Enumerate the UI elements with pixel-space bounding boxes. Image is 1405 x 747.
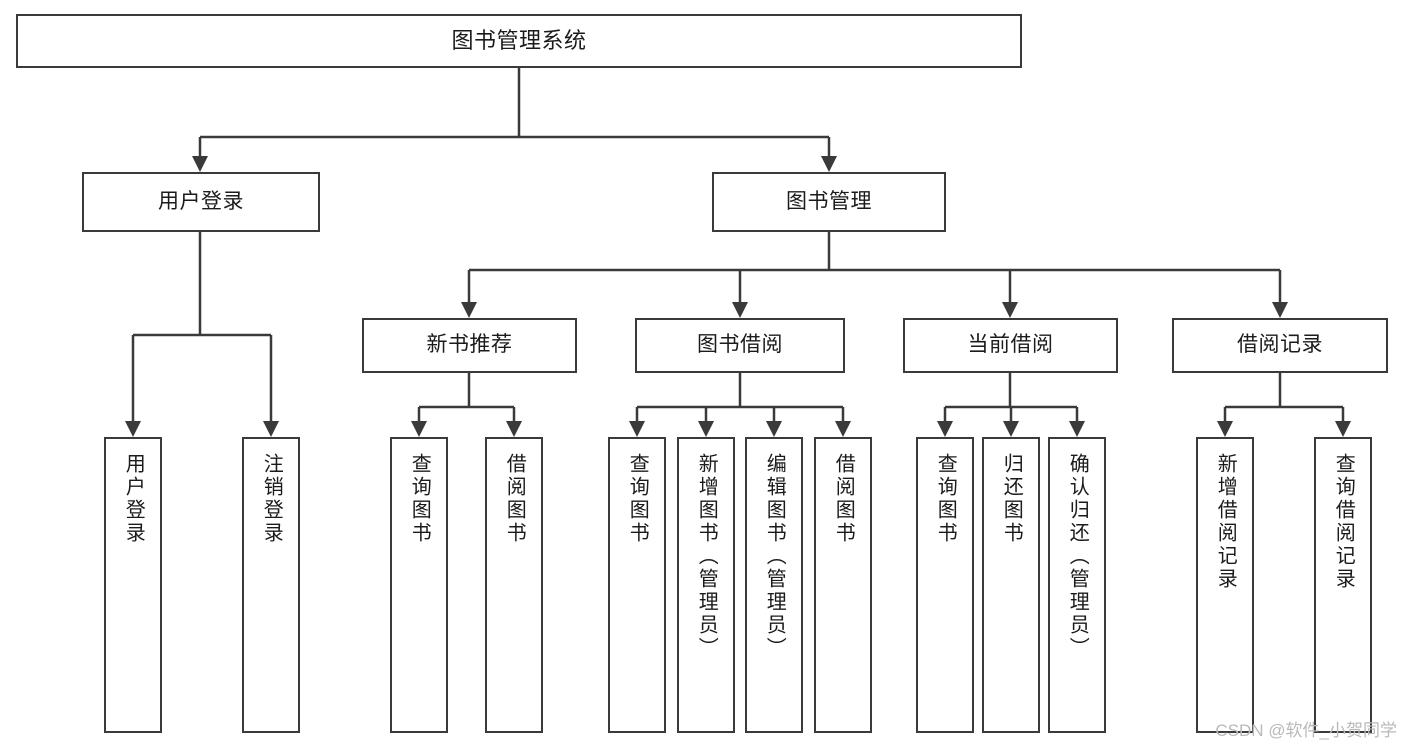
arrowhead-borrow-record-child-1	[1217, 421, 1233, 437]
node-label: 归还图书	[1000, 453, 1023, 545]
leaf-borrow-book-borrow[interactable]: 借阅图书	[814, 437, 872, 733]
node-new-book-recommend[interactable]: 新书推荐	[362, 318, 577, 373]
leaf-borrow-book-add[interactable]: 新增图书（管理员）	[677, 437, 735, 733]
node-label: 当前借阅	[967, 333, 1054, 357]
leaf-borrow-book-query[interactable]: 查询图书	[608, 437, 666, 733]
leaf-borrow-book-edit[interactable]: 编辑图书（管理员）	[745, 437, 803, 733]
arrowhead-new-book	[461, 302, 477, 318]
leaf-current-borrow-confirm-return[interactable]: 确认归还（管理员）	[1048, 437, 1106, 733]
arrowhead-new-book-child-1	[411, 421, 427, 437]
node-label: 图书管理系统	[451, 27, 587, 53]
leaf-user-login-login[interactable]: 用户登录	[104, 437, 162, 733]
arrowhead-current-borrow-child-3	[1069, 421, 1085, 437]
node-label: 图书借阅	[697, 333, 783, 357]
arrowhead-current-borrow-child-1	[937, 421, 953, 437]
node-borrow-record[interactable]: 借阅记录	[1172, 318, 1388, 373]
node-book-borrow[interactable]: 图书借阅	[635, 318, 845, 373]
arrowhead-user-login	[192, 156, 208, 172]
arrowhead-borrow-book-child-2	[698, 421, 714, 437]
node-label: 新增图书（管理员）	[695, 453, 718, 660]
leaf-current-borrow-query[interactable]: 查询图书	[916, 437, 974, 733]
node-label: 查询图书	[408, 453, 431, 545]
arrowhead-user-login-child-1	[125, 421, 141, 437]
node-book-management[interactable]: 图书管理	[712, 172, 946, 232]
node-label: 用户登录	[122, 453, 145, 545]
arrowhead-new-book-child-2	[506, 421, 522, 437]
leaf-new-book-query[interactable]: 查询图书	[390, 437, 448, 733]
node-current-borrow[interactable]: 当前借阅	[903, 318, 1118, 373]
node-label: 借阅图书	[832, 453, 855, 545]
node-label: 借阅记录	[1237, 333, 1323, 357]
watermark-text: CSDN @软件_小贺同学	[1215, 721, 1397, 740]
leaf-current-borrow-return[interactable]: 归还图书	[982, 437, 1040, 733]
node-label: 确认归还（管理员）	[1066, 453, 1089, 660]
node-root-system[interactable]: 图书管理系统	[16, 14, 1022, 68]
leaf-borrow-record-query[interactable]: 查询借阅记录	[1314, 437, 1372, 733]
node-label: 借阅图书	[503, 453, 526, 545]
arrowhead-borrow-book-child-1	[629, 421, 645, 437]
leaf-borrow-record-add[interactable]: 新增借阅记录	[1196, 437, 1254, 733]
arrowhead-book-manage	[821, 156, 837, 172]
node-label: 新书推荐	[426, 333, 513, 357]
node-label: 注销登录	[260, 453, 283, 545]
arrowhead-current-borrow-child-2	[1003, 421, 1019, 437]
node-label: 新增借阅记录	[1214, 453, 1237, 591]
node-label: 用户登录	[158, 189, 244, 213]
node-label: 查询图书	[934, 453, 957, 545]
node-label: 编辑图书（管理员）	[763, 453, 786, 660]
node-user-login[interactable]: 用户登录	[82, 172, 320, 232]
node-label: 图书管理	[786, 189, 872, 213]
arrowhead-borrow-record-child-2	[1335, 421, 1351, 437]
arrowhead-borrow-book-child-4	[835, 421, 851, 437]
arrowhead-borrow-record	[1272, 302, 1288, 318]
node-label: 查询图书	[626, 453, 649, 545]
arrowhead-borrow-book	[732, 302, 748, 318]
node-label: 查询借阅记录	[1332, 453, 1355, 591]
arrowhead-current-borrow	[1002, 302, 1018, 318]
arrowhead-borrow-book-child-3	[766, 421, 782, 437]
leaf-new-book-borrow[interactable]: 借阅图书	[485, 437, 543, 733]
leaf-user-login-logout[interactable]: 注销登录	[242, 437, 300, 733]
arrowhead-user-login-child-2	[263, 421, 279, 437]
